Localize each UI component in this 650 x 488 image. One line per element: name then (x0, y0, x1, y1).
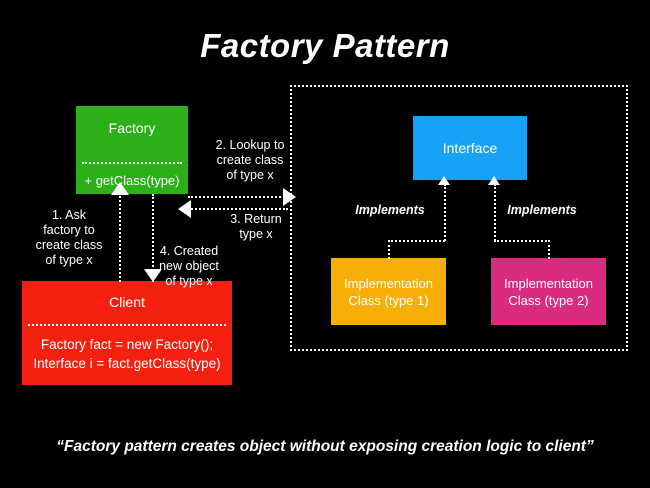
return-arrowhead-icon (178, 200, 191, 218)
implements-2-connector-segment-vertical-lower (548, 240, 550, 259)
lookup-arrowhead-icon (283, 188, 296, 206)
implementation-class-2-line-2: Class (type 2) (508, 292, 589, 308)
client-box-code: Factory fact = new Factory(); Interface … (22, 326, 232, 373)
diagram-caption: “Factory pattern creates object without … (56, 438, 594, 455)
implementation-class-2-line-1: Implementation (504, 275, 593, 291)
implementation-class-1-box[interactable]: Implementation Class (type 1) (331, 258, 446, 325)
client-box-divider (28, 324, 226, 326)
created-arrowhead-icon (144, 269, 162, 282)
lookup-label-line-1: 2. Lookup to (215, 138, 285, 152)
created-label-line-3: of type x (165, 274, 213, 288)
lookup-connector-line (188, 196, 288, 198)
lookup-label-line-3: of type x (226, 168, 274, 182)
client-class-box[interactable]: Client Factory fact = new Factory(); Int… (22, 281, 232, 385)
created-connector-label: 4. Created new object of type x (146, 244, 232, 289)
implements-2-label: Implements (507, 203, 577, 217)
implements-2-arrowhead-icon (488, 176, 500, 185)
return-connector-label: 3. Return type x (216, 212, 296, 242)
factory-box-divider (82, 162, 182, 164)
implements-1-connector-segment-horizontal (388, 240, 445, 242)
implementation-class-1-label: Implementation Class (type 1) (344, 275, 433, 309)
lookup-connector-label: 2. Lookup to create class of type x (196, 138, 304, 183)
created-connector-line (152, 194, 154, 282)
client-code-line-1: Factory fact = new Factory(); (40, 337, 214, 352)
product-group-container (290, 85, 628, 351)
implements-2-connector-segment-horizontal (494, 240, 550, 242)
ask-connector-line (119, 196, 121, 282)
ask-label-line-1: 1. Ask (51, 208, 87, 222)
ask-label-line-2: factory to (43, 223, 95, 237)
interface-class-box[interactable]: Interface (413, 116, 527, 180)
implements-1-connector-segment-vertical-lower (388, 240, 390, 259)
ask-arrowhead-icon (111, 182, 129, 195)
implementation-class-2-label: Implementation Class (type 2) (504, 275, 593, 309)
created-label-line-2: new object (159, 259, 219, 273)
implements-2-connector-segment-vertical-upper (494, 184, 496, 241)
lookup-label-line-2: create class (216, 153, 284, 167)
return-label-line-2: type x (239, 227, 273, 241)
ask-label-line-3: create class (35, 238, 103, 252)
factory-box-title: Factory (108, 120, 156, 136)
client-box-title: Client (109, 294, 145, 310)
created-label-line-1: 4. Created (159, 244, 219, 258)
implementation-class-1-line-2: Class (type 1) (348, 292, 429, 308)
ask-connector-label: 1. Ask factory to create class of type x (26, 208, 112, 268)
implementation-class-2-box[interactable]: Implementation Class (type 2) (491, 258, 606, 325)
implements-1-connector-segment-vertical-upper (444, 184, 446, 241)
ask-label-line-4: of type x (45, 253, 93, 267)
implementation-class-1-line-1: Implementation (344, 275, 433, 291)
return-connector-line (188, 208, 288, 210)
factory-class-box[interactable]: Factory + getClass(type) (76, 106, 188, 194)
interface-box-title: Interface (442, 140, 498, 156)
client-code-line-2: Interface i = fact.getClass(type) (33, 356, 221, 371)
implements-1-label: Implements (355, 203, 425, 217)
implements-1-arrowhead-icon (438, 176, 450, 185)
return-label-line-1: 3. Return (230, 212, 282, 226)
factory-box-method: + getClass(type) (84, 173, 180, 188)
page-title: Factory Pattern (200, 27, 450, 64)
